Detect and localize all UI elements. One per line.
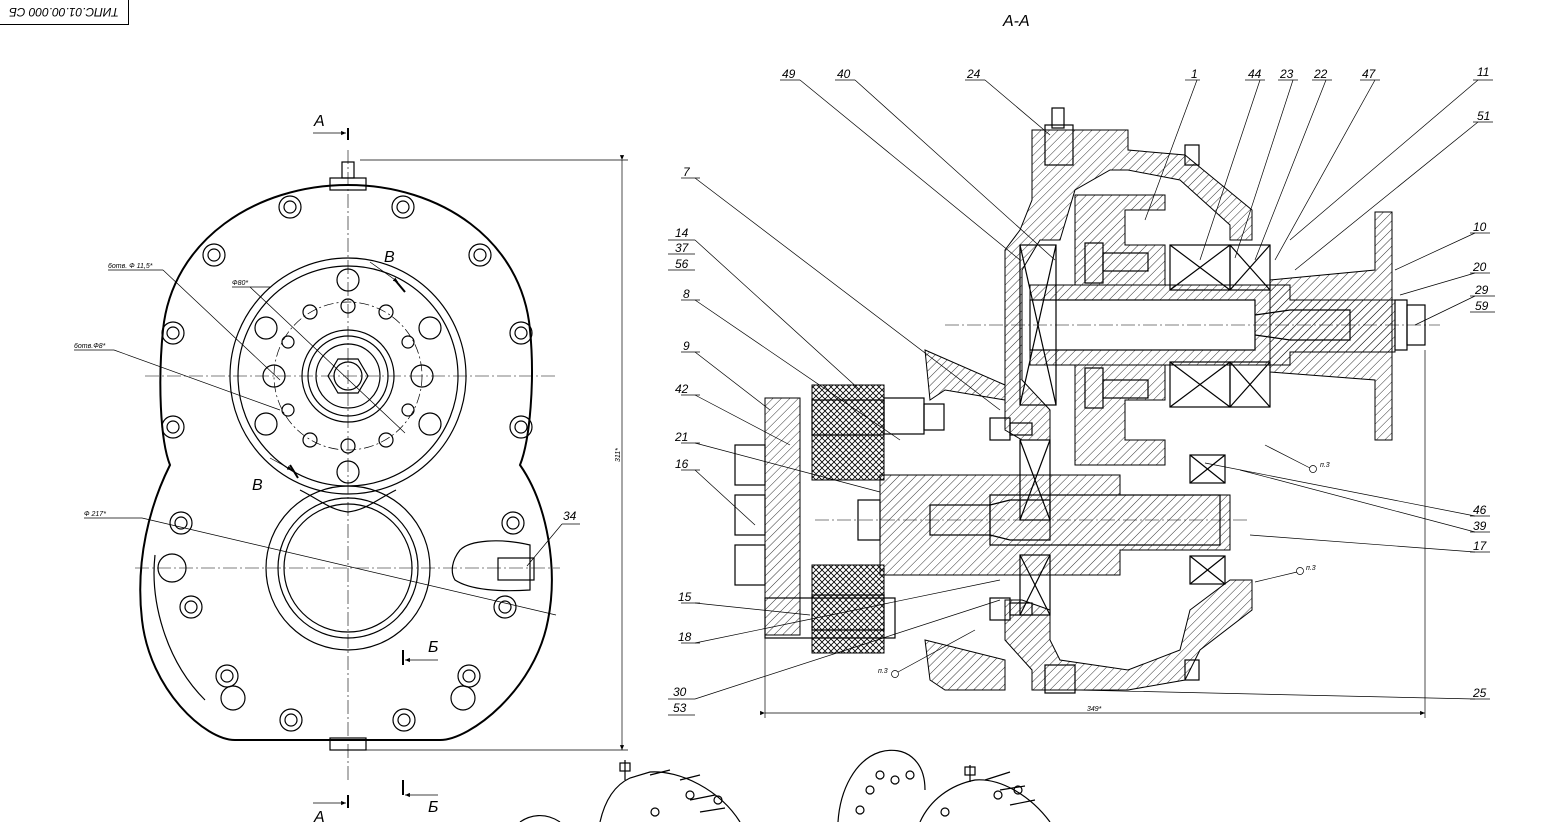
callout-21: 21 bbox=[674, 430, 688, 444]
dim-holes-11-5: 6отв. Ф 11,5* bbox=[108, 263, 153, 270]
callout-24: 24 bbox=[966, 67, 981, 81]
callout-22: 22 bbox=[1313, 67, 1328, 81]
dim-height-311: 311* bbox=[615, 448, 622, 462]
section-mark-a-bottom: А bbox=[313, 809, 325, 822]
callout-44: 44 bbox=[1248, 67, 1262, 81]
callout-23: 23 bbox=[1279, 67, 1294, 81]
callout-30: 30 bbox=[673, 685, 687, 699]
callout-56: 56 bbox=[675, 257, 689, 271]
callout-16: 16 bbox=[675, 457, 689, 471]
callout-7: 7 bbox=[683, 165, 691, 179]
callout-29: 29 bbox=[1474, 283, 1489, 297]
section-mark-b-bottom: Б bbox=[428, 799, 438, 816]
callout-10: 10 bbox=[1473, 220, 1487, 234]
weld-note-2: п.3 bbox=[1306, 565, 1316, 572]
isometric-partial-views bbox=[519, 749, 1051, 822]
callout-18: 18 bbox=[678, 630, 692, 644]
section-mark-a-top: А bbox=[313, 113, 325, 130]
callout-9: 9 bbox=[683, 339, 690, 353]
front-view bbox=[74, 128, 628, 808]
callout-11: 11 bbox=[1477, 65, 1489, 79]
dim-holes-8: 6отв.Ф8* bbox=[74, 343, 106, 350]
callout-53: 53 bbox=[673, 701, 687, 715]
callout-15: 15 bbox=[678, 590, 692, 604]
callout-40: 40 bbox=[837, 67, 851, 81]
callout-20: 20 bbox=[1472, 260, 1487, 274]
callout-49: 49 bbox=[782, 67, 796, 81]
housing-outline bbox=[139, 183, 553, 741]
callout-1: 1 bbox=[1191, 67, 1198, 81]
callout-34: 34 bbox=[563, 509, 577, 523]
section-mark-v-top: В bbox=[384, 249, 395, 266]
callout-25: 25 bbox=[1472, 686, 1487, 700]
dim-width-349: 349* bbox=[1087, 706, 1102, 713]
dim-dia-217: Ф 217* bbox=[84, 511, 106, 518]
section-mark-b-top: Б bbox=[428, 639, 438, 656]
callout-37: 37 bbox=[675, 241, 690, 255]
housing-bolts bbox=[161, 195, 533, 732]
callouts: 49 40 24 1 44 23 22 47 11 51 7 14 37 56 … bbox=[673, 65, 1490, 715]
callout-14: 14 bbox=[675, 226, 689, 240]
callout-59: 59 bbox=[1475, 299, 1489, 313]
section-view bbox=[668, 79, 1495, 718]
document-code-stamp: ТИПС.01.00.000 СБ bbox=[0, 0, 129, 25]
section-title: А-А bbox=[1002, 13, 1030, 30]
callout-17: 17 bbox=[1473, 539, 1488, 553]
callout-46: 46 bbox=[1473, 503, 1487, 517]
callout-8: 8 bbox=[683, 287, 690, 301]
callout-39: 39 bbox=[1473, 519, 1487, 533]
weld-note-3: п.3 bbox=[878, 668, 888, 675]
callout-51: 51 bbox=[1477, 109, 1490, 123]
callout-42: 42 bbox=[675, 382, 689, 396]
weld-note-1: п.3 bbox=[1320, 462, 1330, 469]
dim-dia-80: Ф80* bbox=[232, 280, 248, 287]
callout-47: 47 bbox=[1362, 67, 1377, 81]
section-mark-v-bottom: В bbox=[252, 477, 263, 494]
